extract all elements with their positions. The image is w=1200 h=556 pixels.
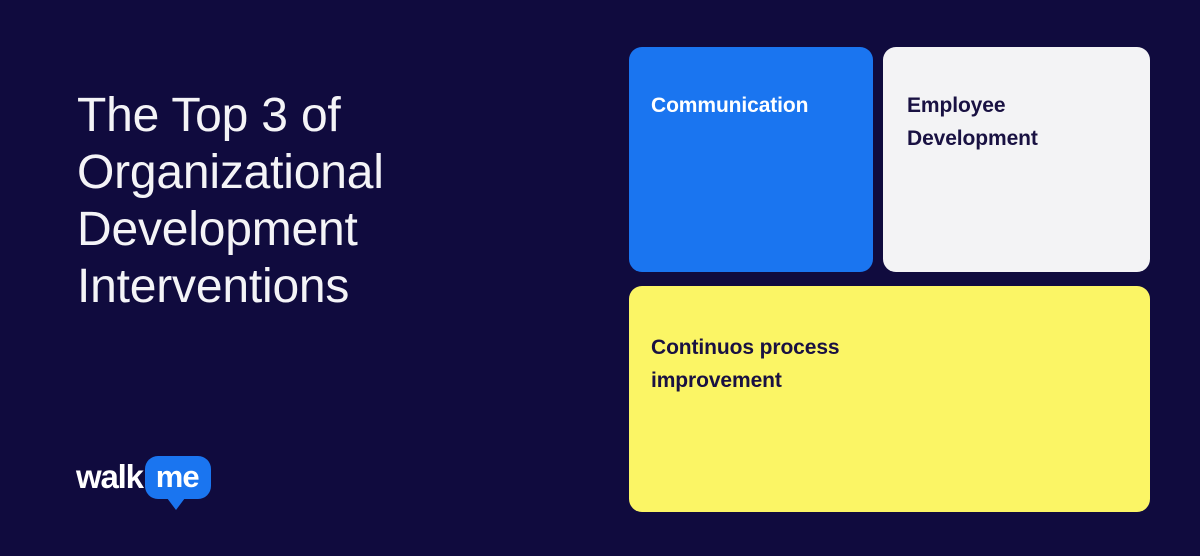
- card-employee-development-label: Employee Development: [907, 94, 1038, 150]
- walkme-wordmark: walk: [76, 458, 144, 495]
- card-communication-label: Communication: [651, 94, 809, 117]
- speech-bubble-icon: me: [144, 456, 211, 510]
- page-title: The Top 3 of Organizational Development …: [77, 89, 384, 314]
- walkme-bubble-text: me: [155, 459, 200, 494]
- walkme-logo[interactable]: walk me: [76, 456, 211, 514]
- card-employee-development[interactable]: Employee Development: [883, 47, 1150, 272]
- card-continuous-improvement-label: Continuos process improvement: [651, 336, 840, 392]
- card-continuous-improvement[interactable]: Continuos process improvement: [629, 286, 1150, 512]
- speech-bubble-tail-icon: [166, 498, 185, 510]
- card-communication[interactable]: Communication: [629, 47, 873, 272]
